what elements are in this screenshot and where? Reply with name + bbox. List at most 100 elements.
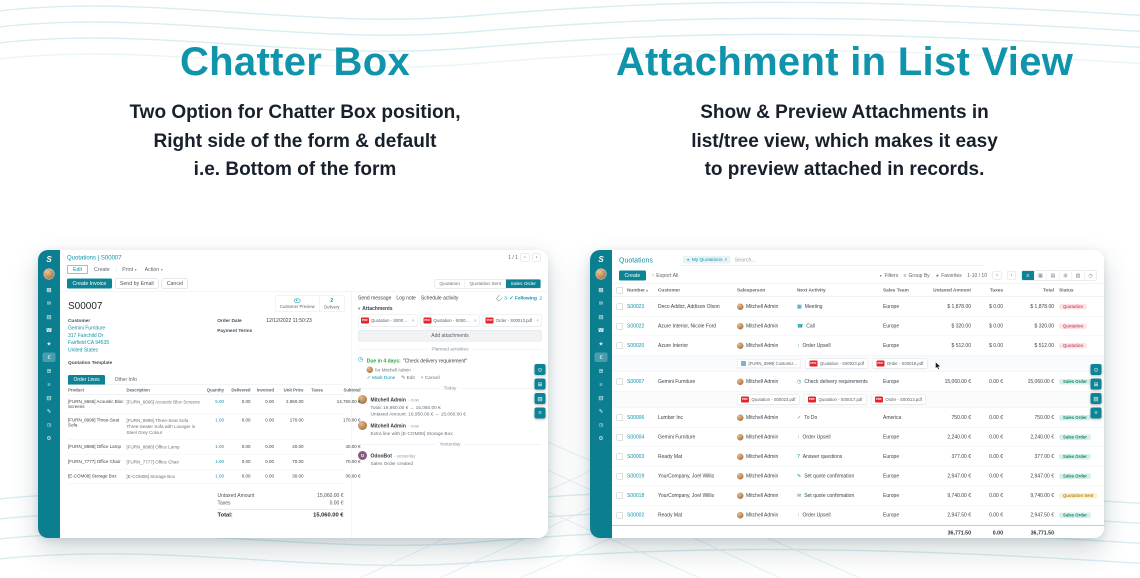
- next-activity-cell[interactable]: ✓To Do: [797, 415, 883, 421]
- row-checkbox[interactable]: [612, 414, 627, 421]
- activity-icon[interactable]: ◷: [598, 422, 604, 428]
- inventory-icon[interactable]: ▥: [46, 395, 52, 401]
- following-button[interactable]: Following: [509, 296, 537, 302]
- purchase-icon[interactable]: ✎: [598, 408, 604, 415]
- crm-icon[interactable]: ★: [598, 341, 604, 347]
- remove-attachment-button[interactable]: ×: [474, 318, 477, 323]
- column-header-total[interactable]: Total: [1043, 287, 1054, 293]
- edge-docs-button[interactable]: ▤: [534, 393, 546, 404]
- next-activity-cell[interactable]: ↑Order Upsell: [797, 512, 883, 518]
- edge-search-button[interactable]: ⊙: [1090, 364, 1102, 375]
- pager-next-button[interactable]: [532, 253, 541, 262]
- activity-edit-button[interactable]: Edit: [401, 375, 415, 381]
- column-header-sales-team[interactable]: Sales Team: [883, 287, 909, 293]
- order-line-row[interactable]: [FURN_7777] Office Chair[FURN_7777] Offi…: [68, 455, 361, 470]
- status-quotation[interactable]: Quotation: [434, 279, 465, 288]
- row-checkbox[interactable]: [612, 342, 627, 349]
- follower-count[interactable]: 2: [539, 295, 542, 302]
- cancel-button[interactable]: Cancel: [161, 278, 189, 289]
- column-header-description[interactable]: Description: [126, 387, 150, 393]
- edge-search-button[interactable]: ⊙: [534, 364, 546, 375]
- app-logo[interactable]: S: [598, 255, 604, 265]
- paperclip-icon[interactable]: [495, 294, 503, 302]
- user-avatar[interactable]: [43, 268, 55, 280]
- discuss-icon[interactable]: ✉: [46, 300, 52, 307]
- activity-icon[interactable]: ◷: [46, 422, 52, 428]
- attachments-section-header[interactable]: Attachments: [358, 306, 542, 312]
- column-header-number[interactable]: Number▴: [627, 287, 648, 293]
- search-facet[interactable]: My Quotations: [682, 256, 731, 264]
- pager-previous-button[interactable]: [992, 271, 1002, 280]
- inventory-icon[interactable]: ▥: [598, 395, 604, 401]
- export-all-button[interactable]: Export All: [652, 273, 678, 279]
- edge-menu-button[interactable]: ≡: [1090, 407, 1102, 419]
- column-header-unit-price[interactable]: Unit Price: [283, 387, 304, 393]
- activity-cancel-button[interactable]: Cancel: [421, 375, 440, 381]
- user-avatar[interactable]: [595, 268, 607, 280]
- row-checkbox[interactable]: [612, 453, 627, 460]
- settings-icon[interactable]: ⚙: [46, 435, 52, 442]
- send-message-button[interactable]: Send message: [358, 295, 392, 302]
- apps-menu-icon[interactable]: ▦: [598, 287, 604, 293]
- column-header-quantity[interactable]: Quantity: [206, 387, 224, 393]
- view-graph-button[interactable]: ▥: [1071, 271, 1084, 280]
- next-activity-cell[interactable]: ?Answer questions: [797, 454, 883, 460]
- search-bar[interactable]: My Quotations Search...: [680, 255, 985, 266]
- next-activity-cell[interactable]: ✉Set quote confirmation: [797, 493, 883, 499]
- column-header-next-activity[interactable]: Next Activity: [797, 287, 826, 293]
- column-header-subtotal[interactable]: Subtotal: [343, 387, 361, 393]
- row-checkbox[interactable]: [612, 492, 627, 499]
- order-line-row[interactable]: [E-COM08] Storage Box[E-COM08] Storage B…: [68, 469, 361, 484]
- search-input[interactable]: Search...: [734, 256, 756, 263]
- order-line-row[interactable]: [FURN_8999] Three-Seat Sofa[FURN_8999] T…: [68, 414, 361, 441]
- remove-facet-button[interactable]: [724, 257, 727, 263]
- create-button[interactable]: Create: [94, 266, 110, 273]
- accounting-icon[interactable]: ≡: [599, 381, 603, 388]
- next-activity-cell[interactable]: ▦Meeting: [797, 304, 883, 310]
- print-menu[interactable]: Print: [120, 266, 138, 274]
- column-header-taxes[interactable]: Taxes: [311, 387, 323, 393]
- column-header-invoiced[interactable]: Invoiced: [256, 387, 274, 393]
- select-all-checkbox[interactable]: [612, 286, 627, 294]
- row-checkbox[interactable]: [612, 378, 627, 385]
- pager-previous-button[interactable]: [520, 253, 530, 262]
- calendar-icon[interactable]: ▤: [46, 314, 52, 320]
- app-logo[interactable]: S: [46, 255, 52, 265]
- accounting-icon[interactable]: ≡: [47, 381, 51, 388]
- edit-button[interactable]: Edit: [67, 265, 89, 274]
- edge-kanban-button[interactable]: ⊞: [1090, 378, 1102, 390]
- create-invoice-button[interactable]: Create Invoice: [67, 278, 112, 289]
- purchase-icon[interactable]: ✎: [46, 408, 52, 415]
- calendar-icon[interactable]: ▤: [598, 314, 604, 320]
- edge-menu-button[interactable]: ≡: [534, 407, 546, 419]
- next-activity-cell[interactable]: ↑Order Upsell: [797, 434, 883, 440]
- column-header-status[interactable]: Status: [1059, 287, 1074, 293]
- discuss-icon[interactable]: ✉: [598, 300, 604, 307]
- view-pivot-button[interactable]: ⊞: [1059, 271, 1072, 280]
- tab-order-lines[interactable]: Order Lines: [68, 375, 106, 385]
- favorites-button[interactable]: Favorites: [935, 273, 962, 279]
- view-kanban-button[interactable]: ▦: [1034, 271, 1047, 280]
- settings-icon[interactable]: ⚙: [598, 435, 604, 442]
- order-line-row[interactable]: [FURN_8888] Office Lamp[FURN_8888] Offic…: [68, 440, 361, 455]
- action-menu[interactable]: Action: [143, 266, 165, 274]
- edge-kanban-button[interactable]: ⊞: [534, 378, 546, 390]
- tab-other-info[interactable]: Other Info: [114, 377, 137, 383]
- row-checkbox[interactable]: [612, 322, 627, 330]
- schedule-activity-button[interactable]: Schedule activity: [420, 295, 459, 302]
- status-quotation-sent[interactable]: Quotation Sent: [464, 279, 506, 288]
- contacts-icon[interactable]: ☎: [597, 327, 605, 334]
